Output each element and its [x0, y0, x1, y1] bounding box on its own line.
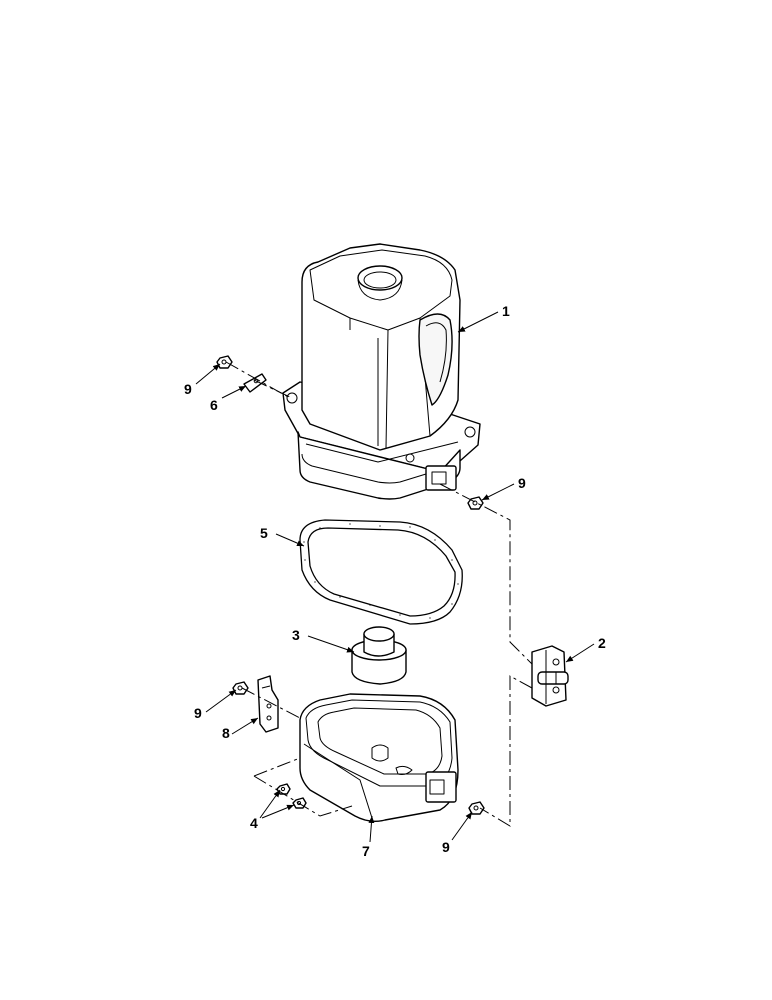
part-3-filter-element	[351, 626, 407, 685]
callout-9-lower-right: 9	[442, 839, 450, 855]
callout-9-lower-left: 9	[194, 705, 202, 721]
callout-1: 1	[502, 303, 510, 319]
part-8-latch-bracket	[257, 675, 279, 733]
part-2-hinge	[531, 645, 569, 707]
callout-4: 4	[250, 815, 258, 831]
callout-3: 3	[292, 627, 300, 643]
part-5-gasket	[299, 519, 463, 625]
callout-2: 2	[598, 635, 606, 651]
part-9-nut-upper-left	[216, 355, 233, 369]
assembly-center-lines	[225, 361, 533, 827]
part-7-lower-tray	[299, 693, 459, 823]
part-9-nut-lower-left	[232, 681, 249, 695]
callout-7: 7	[362, 843, 370, 859]
callout-8: 8	[222, 725, 230, 741]
callout-6: 6	[210, 397, 218, 413]
part-1-air-cleaner-cover	[282, 243, 481, 500]
callout-9-right: 9	[518, 475, 526, 491]
part-9-nut-right	[467, 496, 484, 510]
callout-5: 5	[260, 525, 268, 541]
leader-lines	[195, 311, 595, 843]
part-6-clip	[243, 373, 267, 393]
callout-9-upper-left: 9	[184, 381, 192, 397]
part-4-nut-a	[276, 783, 291, 795]
part-9-nut-lower-right	[468, 801, 485, 815]
